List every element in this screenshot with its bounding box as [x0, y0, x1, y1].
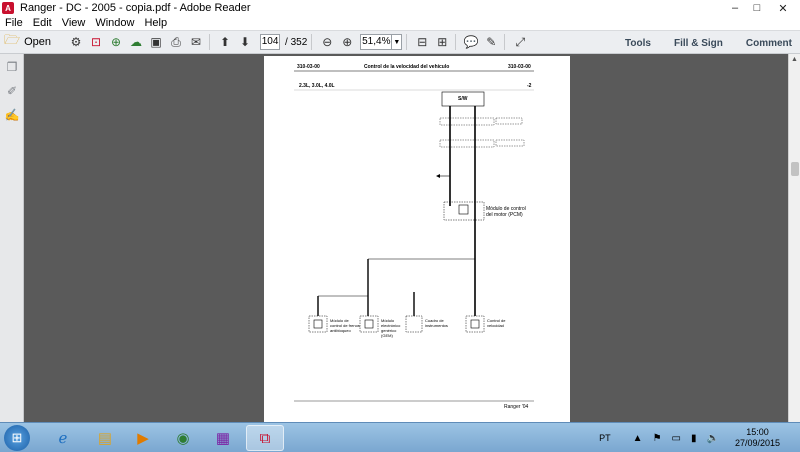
page-number-input[interactable]: 104 [260, 34, 281, 50]
gem-label: Módulo electrónico genérico (GEM) [381, 318, 401, 338]
document-view[interactable]: 310-03-00 Control de la velocidad del ve… [24, 54, 788, 422]
page-header-right: 310-03-00 [508, 64, 531, 70]
show-hidden-icon[interactable]: ▲ [632, 432, 643, 444]
vertical-scrollbar[interactable]: ▲ [788, 54, 800, 422]
comment-button[interactable]: Comment [745, 37, 792, 49]
clock-date: 27/09/2015 [734, 438, 780, 448]
close-button[interactable]: ✕ [778, 2, 788, 15]
taskbar: ⊞ ℯ ▤ ▶ ◉ ▦ ⧉ PT ▲ ⚑ ▭ ▮ 🔈 15:00 27/09/2… [0, 422, 800, 452]
fit-width-icon[interactable]: ⊞ [437, 35, 448, 49]
toolbar-divider [406, 34, 408, 50]
adobe-reader-task-icon[interactable]: ⧉ [246, 425, 284, 451]
full-screen-icon[interactable]: ⤢ [515, 34, 526, 49]
clock-time: 15:00 [746, 427, 769, 437]
menu-file[interactable]: File [5, 17, 23, 29]
menu-edit[interactable]: Edit [32, 17, 52, 29]
volume-icon[interactable]: 🔈 [706, 432, 719, 444]
chevron-down-icon[interactable]: ▼ [392, 34, 403, 50]
battery-icon[interactable]: ▭ [671, 432, 681, 444]
fit-page-icon[interactable]: ⊟ [417, 35, 428, 49]
internet-explorer-icon[interactable]: ℯ [58, 430, 68, 447]
toolbar-divider [311, 34, 313, 50]
zoom-out-icon[interactable]: ⊖ [322, 35, 333, 49]
window-title: Ranger - DC - 2005 - copia.pdf - Adobe R… [20, 2, 251, 14]
page-header-left: 310-03-00 [297, 64, 320, 70]
wiring-diagram [294, 70, 534, 402]
switch-label: S/W [458, 96, 468, 102]
open-label: Open [24, 36, 52, 48]
toolbar-right-panels: Tools Fill & Sign Comment [602, 31, 792, 55]
page-footer: Ranger '04 [504, 404, 529, 410]
zoom-in-icon[interactable]: ⊕ [342, 35, 353, 49]
print-icon[interactable]: ⎙ [171, 34, 181, 49]
maximize-button[interactable]: □ [753, 2, 761, 14]
language-indicator[interactable]: PT [599, 433, 611, 443]
next-page-icon[interactable]: ⬇ [240, 35, 251, 49]
page-subheader: 2.3L, 3.0L, 4.0L [299, 83, 335, 89]
export-pdf-icon[interactable]: ⊡ [91, 35, 102, 49]
pages-icon[interactable]: ❐ [6, 60, 18, 74]
cluster-label: Cuadro de instrumentos [425, 318, 448, 328]
cloud-upload-icon[interactable]: ☁ [130, 35, 143, 49]
toolbar: 🗁 Open ⚙ ⊡ ⊕ ☁ ▣ ⎙ ✉ ⬆ ⬇ 104 / 352 ⊖ ⊕ 5… [0, 30, 800, 54]
email-icon[interactable]: ✉ [191, 35, 202, 49]
scroll-up-icon[interactable]: ▲ [791, 55, 798, 63]
flag-icon[interactable]: ⚑ [652, 432, 662, 444]
scroll-thumb[interactable] [791, 162, 799, 176]
fill-sign-button[interactable]: Fill & Sign [673, 37, 723, 49]
toolbar-divider [455, 34, 457, 50]
save-icon[interactable]: ▣ [150, 35, 162, 49]
highlight-icon[interactable]: ✎ [486, 35, 497, 49]
toolbar-divider [209, 34, 211, 50]
system-tray: PT ▲ ⚑ ▭ ▮ 🔈 15:00 27/09/2015 [599, 423, 794, 452]
window-controls: – □ ✕ [724, 0, 798, 16]
adobe-reader-icon: A [2, 2, 14, 14]
combine-icon[interactable]: ⊕ [111, 35, 122, 49]
comment-icon[interactable]: 💬 [463, 35, 479, 49]
page-marker: -2 [527, 83, 532, 89]
pdf-page: 310-03-00 Control de la velocidad del ve… [264, 56, 570, 422]
winrar-icon[interactable]: ▦ [215, 430, 231, 447]
previous-page-icon[interactable]: ⬆ [220, 35, 231, 49]
zoom-input[interactable]: 51,4% [360, 34, 393, 50]
menu-bar: File Edit View Window Help [0, 16, 800, 30]
title-bar: A Ranger - DC - 2005 - copia.pdf - Adobe… [0, 0, 800, 16]
pcm-label: Módulo de control del motor (PCM) [486, 206, 526, 218]
abs-module-label: Módulo de control de frenos antibloqueo [330, 318, 360, 333]
clock[interactable]: 15:00 27/09/2015 [735, 427, 780, 449]
minimize-button[interactable]: – [731, 2, 739, 14]
chrome-icon[interactable]: ◉ [176, 430, 190, 447]
signatures-icon[interactable]: ✍ [4, 108, 20, 122]
file-explorer-icon[interactable]: ▤ [97, 430, 113, 447]
open-button[interactable]: 🗁 Open [4, 31, 51, 53]
network-icon[interactable]: ▮ [690, 432, 697, 444]
menu-help[interactable]: Help [144, 17, 168, 29]
page-total: / 352 [285, 36, 308, 48]
folder-icon: 🗁 [4, 32, 21, 47]
media-player-icon[interactable]: ▶ [137, 430, 149, 447]
menu-window[interactable]: Window [95, 17, 135, 29]
speed-control-label: Control de velocidad [487, 318, 506, 328]
menu-view[interactable]: View [61, 17, 86, 29]
page-header-center: Control de la velocidad del vehículo [364, 64, 450, 70]
attachments-icon[interactable]: ✐ [6, 84, 18, 98]
toolbar-divider [504, 34, 506, 50]
create-pdf-icon[interactable]: ⚙ [70, 35, 82, 49]
navigation-pane: ❐ ✐ ✍ [0, 54, 24, 422]
windows-start-icon[interactable]: ⊞ [4, 425, 30, 451]
tools-button[interactable]: Tools [625, 37, 651, 49]
